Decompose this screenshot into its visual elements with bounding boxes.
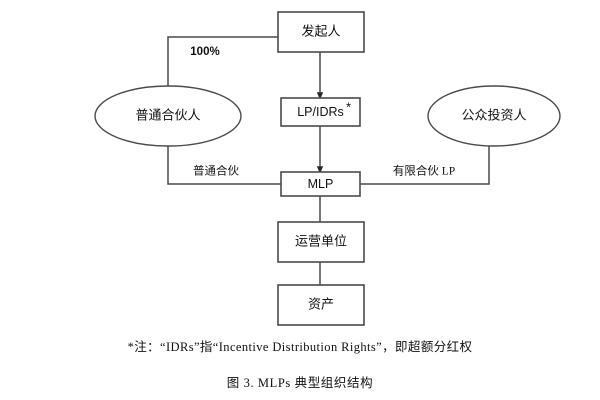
edge-label-sponsor-to-gp: 100% xyxy=(190,46,219,58)
node-shape-mlp xyxy=(280,171,361,197)
node-operating: 运营单位 xyxy=(277,221,365,263)
node-assets: 资产 xyxy=(277,284,365,326)
figure-caption: 图 3. MLPs 典型组织结构 xyxy=(226,376,374,390)
node-shape-sponsor xyxy=(277,11,365,53)
node-label-sponsor: 发起人 xyxy=(301,23,340,38)
edge-label-public-to-mlp: 有限合伙 LP xyxy=(393,164,455,178)
node-shape-lp_idrs xyxy=(280,97,361,127)
node-gp: 普通合伙人 xyxy=(94,85,242,147)
node-label-public: 公众投资人 xyxy=(461,107,526,122)
node-superscript-lp_idrs: * xyxy=(346,100,351,114)
connector-public-to-mlp xyxy=(360,146,490,185)
node-label-mlp: MLP xyxy=(308,177,334,191)
connector-sponsor-to-gp xyxy=(167,36,278,86)
figure-footnote: *注：“IDRs”指“Incentive Distribution Rights… xyxy=(127,340,473,354)
node-lp_idrs: LP/IDRs* xyxy=(280,97,361,127)
node-shape-public xyxy=(427,85,561,147)
node-label-lp_idrs: LP/IDRs xyxy=(297,105,344,119)
node-mlp: MLP xyxy=(280,171,361,197)
node-sponsor: 发起人 xyxy=(277,11,365,53)
node-label-assets: 资产 xyxy=(308,296,334,311)
node-shape-gp xyxy=(94,85,242,147)
node-shape-assets xyxy=(277,284,365,326)
node-label-gp: 普通合伙人 xyxy=(135,107,200,122)
node-label-operating: 运营单位 xyxy=(295,233,347,248)
node-public: 公众投资人 xyxy=(427,85,561,147)
connector-gp-to-mlp xyxy=(167,146,281,185)
edges-layer xyxy=(167,36,490,285)
edge-labels-layer: 100% 普通合伙 有限合伙 LP xyxy=(190,46,455,178)
node-shape-operating xyxy=(277,221,365,263)
edge-label-gp-to-mlp: 普通合伙 xyxy=(193,164,239,178)
